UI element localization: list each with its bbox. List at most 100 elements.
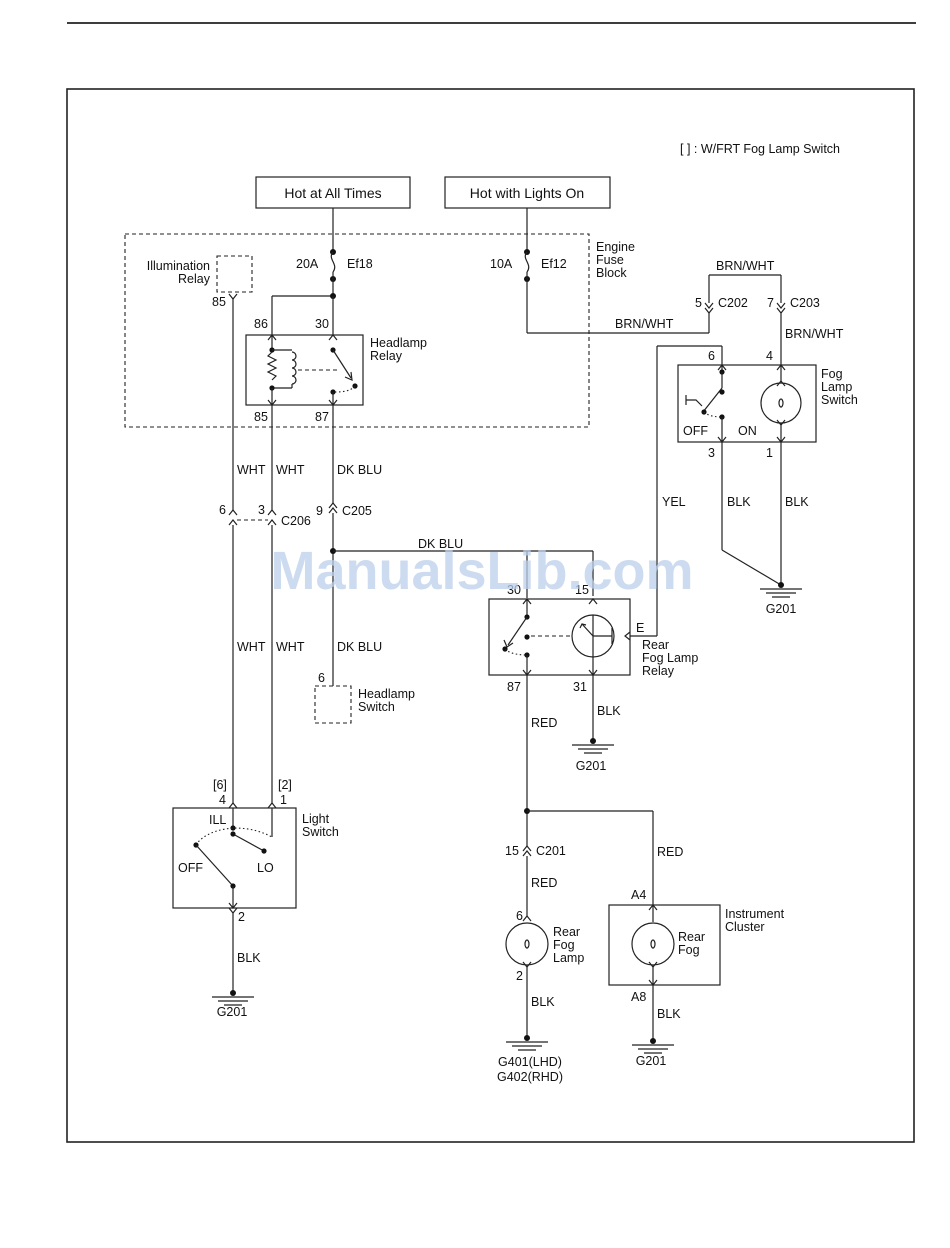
- headlamp-relay-label-2: Relay: [370, 349, 403, 363]
- fuse-ef12-rating: 10A: [490, 257, 513, 271]
- ground-g201-fog: G201: [766, 602, 797, 616]
- light-switch-label-2: Switch: [302, 825, 339, 839]
- light-switch-ill: ILL: [209, 813, 226, 827]
- wire-blk-fog-3: BLK: [727, 495, 751, 509]
- rear-fog-relay-pin-31: 31: [573, 680, 587, 694]
- rear-fog-relay-pin-30: 30: [507, 583, 521, 597]
- c206-label: C206: [281, 514, 311, 528]
- source-hot-with-lights-on: Hot with Lights On: [444, 176, 611, 209]
- rear-fog-lamp-pin-6: 6: [516, 909, 523, 923]
- brn-wht-circuit: [527, 274, 786, 365]
- fog-switch-pin-3: 3: [708, 446, 715, 460]
- wire-red-3: RED: [657, 845, 683, 859]
- illumination-relay-box: [216, 255, 253, 293]
- wire-blk-fog-1: BLK: [785, 495, 809, 509]
- rear-fog-lamp: [505, 915, 549, 1051]
- fog-switch-off-label: OFF: [683, 424, 708, 438]
- light-switch-pin-4-alt: [6]: [213, 778, 227, 792]
- diagram-frame: [66, 88, 915, 1143]
- fog-switch-on-label: ON: [738, 424, 757, 438]
- headlamp-relay-label-1: Headlamp: [370, 336, 427, 350]
- c206-pin-a: 6: [219, 503, 226, 517]
- light-switch-off: OFF: [178, 861, 203, 875]
- rear-fog-lamp-label-1: Rear: [553, 925, 580, 939]
- light-switch-pin-2: 2: [238, 910, 245, 924]
- c206-pin-b: 3: [258, 503, 265, 517]
- fuse-block-label-2: Fuse: [596, 253, 624, 267]
- wire-wht-1: WHT: [237, 463, 266, 477]
- fog-switch-pin-1: 1: [766, 446, 773, 460]
- legend-text: [ ] : W/FRT Fog Lamp Switch: [680, 142, 840, 156]
- source-label-all-times: Hot at All Times: [284, 185, 381, 201]
- yel-wire: [630, 345, 723, 637]
- rear-fog-lamp-pin-2: 2: [516, 969, 523, 983]
- connector-c206: [228, 509, 277, 803]
- c202-label: C202: [718, 296, 748, 310]
- watermark: ManualsLib.com: [270, 541, 693, 601]
- fuse-ef12-id: Ef12: [541, 257, 567, 271]
- wire-wht-3: WHT: [237, 640, 266, 654]
- c202-pin: 5: [695, 296, 702, 310]
- illumination-relay-label-2: Relay: [178, 272, 211, 286]
- rear-fog-relay-pin-15: 15: [575, 583, 589, 597]
- cluster-indicator-label-2: Fog: [678, 943, 700, 957]
- source-label-lights-on: Hot with Lights On: [470, 185, 584, 201]
- c205-pin: 9: [316, 504, 323, 518]
- c205-label: C205: [342, 504, 372, 518]
- instrument-cluster: [608, 904, 721, 1054]
- c203-pin: 7: [767, 296, 774, 310]
- headlamp-switch-pin: 6: [318, 671, 325, 685]
- rear-fog-relay-ground: [572, 675, 614, 754]
- rear-fog-lamp-label-3: Lamp: [553, 951, 584, 965]
- fuse-ef12: [524, 208, 530, 333]
- headlamp-switch-label-1: Headlamp: [358, 687, 415, 701]
- fuse-block-label-1: Engine: [596, 240, 635, 254]
- illumination-relay-label-1: Illumination: [147, 259, 210, 273]
- cluster-indicator-label-1: Rear: [678, 930, 705, 944]
- ground-g201-cluster: G201: [636, 1054, 667, 1068]
- rear-fog-lamp-label-2: Fog: [553, 938, 575, 952]
- ground-g201-relay: G201: [576, 759, 607, 773]
- red-circuit: [522, 675, 654, 916]
- headlamp-switch-label-2: Switch: [358, 700, 395, 714]
- rear-fog-relay-label-2: Fog Lamp: [642, 651, 698, 665]
- engine-fuse-block-outline: [124, 233, 590, 428]
- cluster-pin-a4: A4: [631, 888, 646, 902]
- light-switch-label-1: Light: [302, 812, 330, 826]
- ground-g201-light: G201: [217, 1005, 248, 1019]
- illumination-relay-pin-85: 85: [212, 295, 226, 309]
- fog-switch-ground: [721, 442, 802, 598]
- rear-fog-relay-label-3: Relay: [642, 664, 675, 678]
- c203-label: C203: [790, 296, 820, 310]
- fog-lamp-switch: [677, 364, 817, 443]
- headlamp-relay: [245, 293, 364, 406]
- light-switch-pin-1: 1: [280, 793, 287, 807]
- headlamp-relay-pin-85: 85: [254, 410, 268, 424]
- wire-blk-rear: BLK: [531, 995, 555, 1009]
- fog-switch-pin-6: 6: [708, 349, 715, 363]
- cluster-label-2: Cluster: [725, 920, 765, 934]
- wire-yel: YEL: [662, 495, 686, 509]
- source-hot-at-all-times: Hot at All Times: [255, 176, 411, 209]
- wire-brn-wht-mid: BRN/WHT: [615, 317, 674, 331]
- c201-pin: 15: [505, 844, 519, 858]
- light-switch: [172, 802, 297, 1006]
- wire-blk-relay: BLK: [597, 704, 621, 718]
- headlamp-relay-pin-30: 30: [315, 317, 329, 331]
- fog-switch-label-3: Switch: [821, 393, 858, 407]
- wire-blk-light: BLK: [237, 951, 261, 965]
- headlamp-relay-pin-87: 87: [315, 410, 329, 424]
- wire-dk-blu-h: DK BLU: [418, 537, 463, 551]
- ground-g402: G402(RHD): [497, 1070, 563, 1084]
- wire-brn-wht-top: BRN/WHT: [716, 259, 775, 273]
- ground-g401: G401(LHD): [498, 1055, 562, 1069]
- headlamp-switch-box: [314, 685, 352, 724]
- wire-red-2: RED: [531, 876, 557, 890]
- cluster-pin-a8: A8: [631, 990, 646, 1004]
- light-switch-pin-1-alt: [2]: [278, 778, 292, 792]
- c201-label: C201: [536, 844, 566, 858]
- fuse-block-label-3: Block: [596, 266, 627, 280]
- wire-red-1: RED: [531, 716, 557, 730]
- rear-fog-relay-pin-e: E: [636, 621, 644, 635]
